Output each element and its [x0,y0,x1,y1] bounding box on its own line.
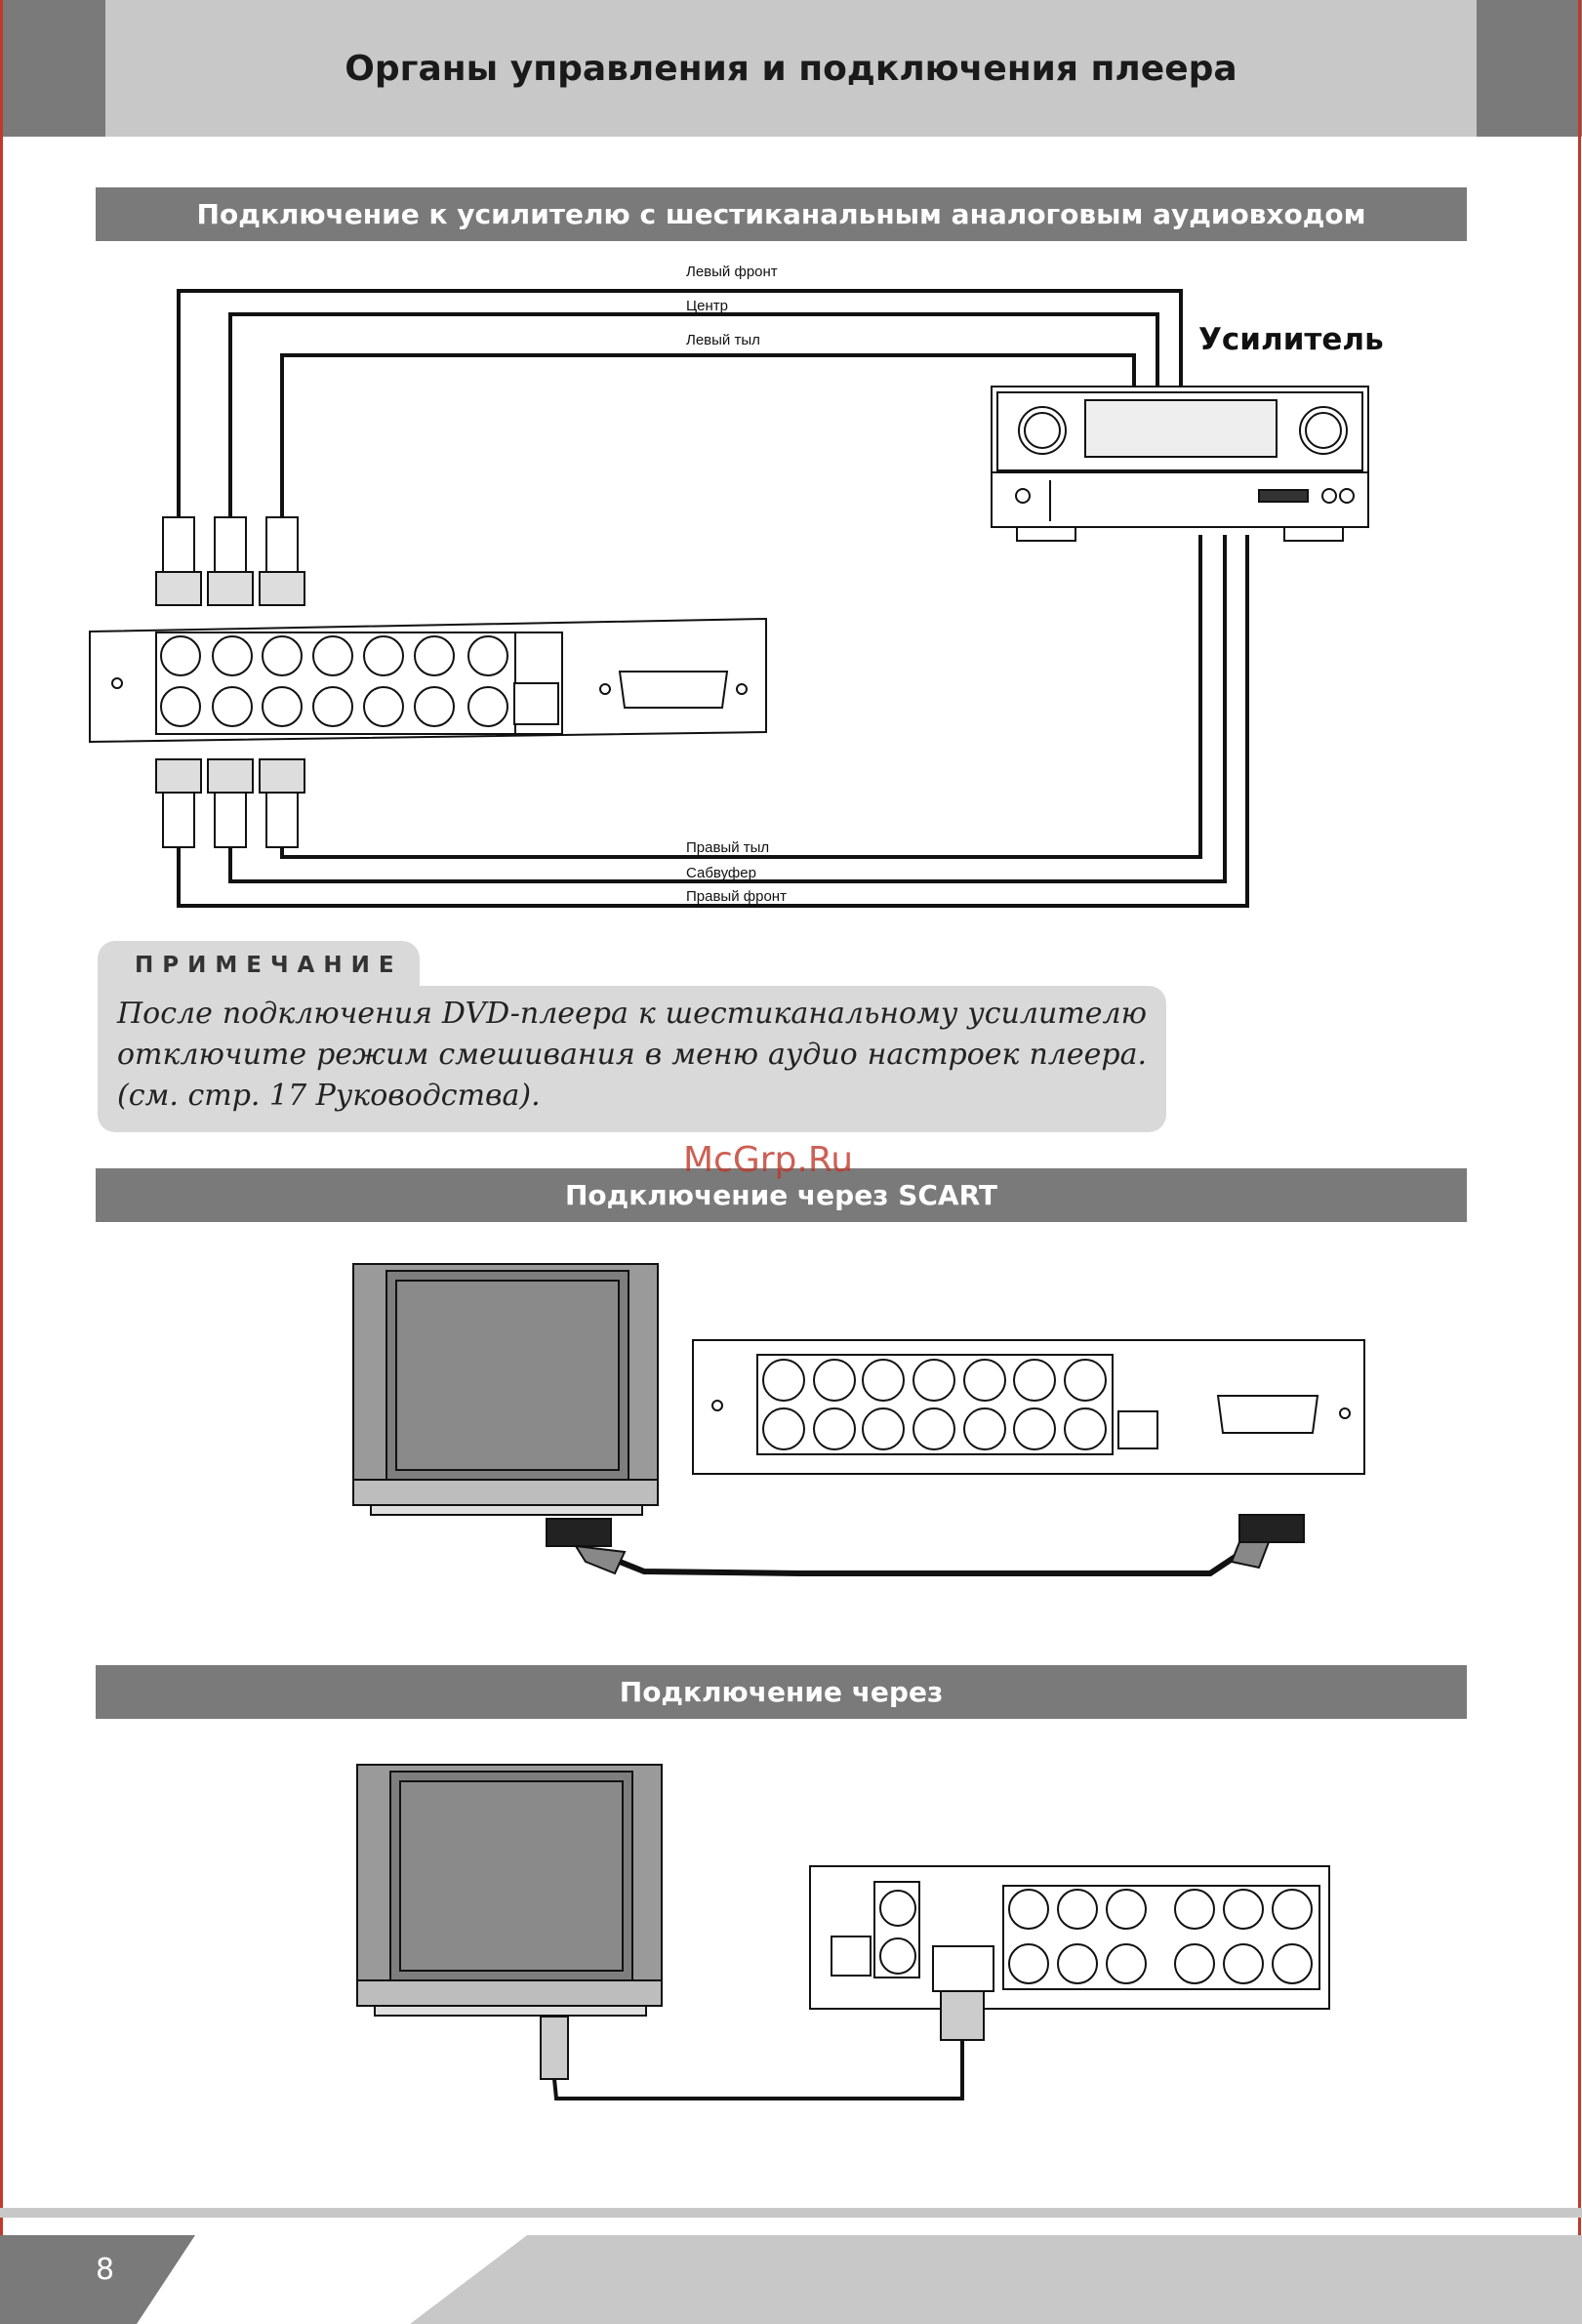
scart-plugs [546,1514,1305,1575]
note-label: ПРИМЕЧАНИЕ [135,953,403,978]
tv-scart [352,1263,659,1516]
scart-cable [603,1551,1241,1576]
video-plugs [540,1990,985,2080]
wire-label-center: Центр [686,298,728,314]
video-cable [552,2040,964,2100]
page-number: 8 [96,2253,115,2287]
wire-left-rear [280,353,1136,527]
wire-label-right-front: Правый фронт [686,888,787,905]
watermark: McGrp.Ru [683,1140,854,1180]
footer-right-bg [410,2235,1582,2324]
tv-video [356,1764,663,2017]
note-text: После подключения DVD-плеера к шестикана… [117,997,1147,1113]
dvd-rear-panel-scart [692,1339,1365,1475]
note-tab [98,941,420,992]
footer-line [0,2208,1582,2218]
wire-right-front [177,535,1249,908]
wire-label-right-rear: Правый тыл [686,839,770,856]
wire-label-subwoofer: Сабвуфер [686,865,756,881]
rca-plugs-bottom [155,758,305,848]
wire-center [228,312,1159,527]
amplifier-label: Усилитель [1198,322,1384,357]
page-edge-left [0,0,3,2324]
wire-left-front [177,289,1183,527]
rca-plugs-top [155,516,305,606]
page-title: Органы управления и подключения плеера [345,49,1237,89]
wire-subwoofer [228,535,1227,883]
page-edge-right [1578,0,1581,2324]
header-right-block [1477,0,1582,137]
header-left-block [0,0,105,137]
section-title-scart: Подключение через SCART [96,1168,1467,1222]
dvd-rear-panel-video [809,1865,1330,2010]
section-title-amplifier: Подключение к усилителю с шестиканальным… [96,187,1467,241]
section-title-video: Подключение через [96,1665,1467,1719]
amplifier-unit [991,386,1369,542]
wire-label-left-rear: Левый тыл [686,332,760,348]
wire-label-left-front: Левый фронт [686,264,778,280]
header-bar [0,0,1582,137]
note-box [98,986,1166,1132]
dvd-rear-panel-amp [89,617,767,744]
